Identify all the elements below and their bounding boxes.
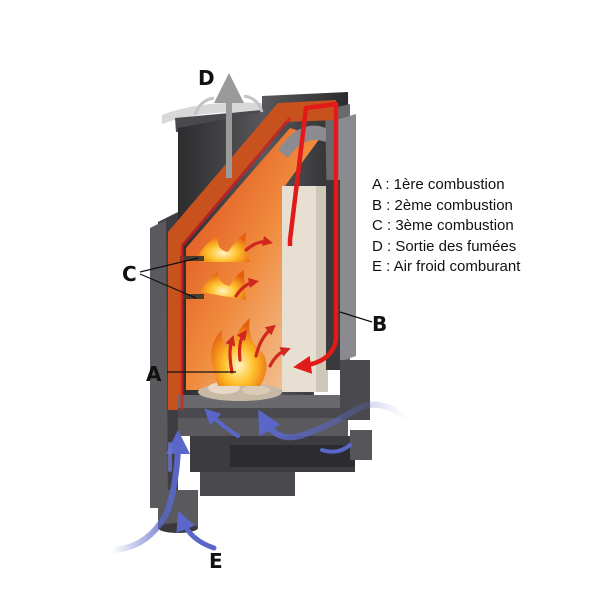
combustion-flow-arrows bbox=[225, 235, 291, 374]
label-c: C bbox=[122, 262, 137, 286]
legend-item-a: A : 1ère combustion bbox=[372, 176, 505, 193]
legend-item-c: C : 3ème combustion bbox=[372, 217, 514, 234]
smoke-outlet-arrow bbox=[193, 73, 264, 178]
leader-lines bbox=[139, 257, 373, 373]
label-b: B bbox=[372, 312, 388, 336]
baffle-plate bbox=[186, 128, 320, 390]
legend-item-b: B : 2ème combustion bbox=[372, 196, 513, 214]
legend-item-d: D : Sortie des fumées bbox=[372, 237, 517, 255]
cold-air-arrows bbox=[109, 401, 408, 553]
label-a: A bbox=[146, 362, 162, 386]
legend: A : 1ère combustion B : 2ème combustion … bbox=[372, 175, 520, 278]
label-e: E bbox=[209, 549, 223, 573]
secondary-air-arrow bbox=[287, 101, 339, 374]
label-d: D bbox=[198, 66, 215, 90]
legend-item-e: E : Air froid comburant bbox=[372, 258, 521, 275]
